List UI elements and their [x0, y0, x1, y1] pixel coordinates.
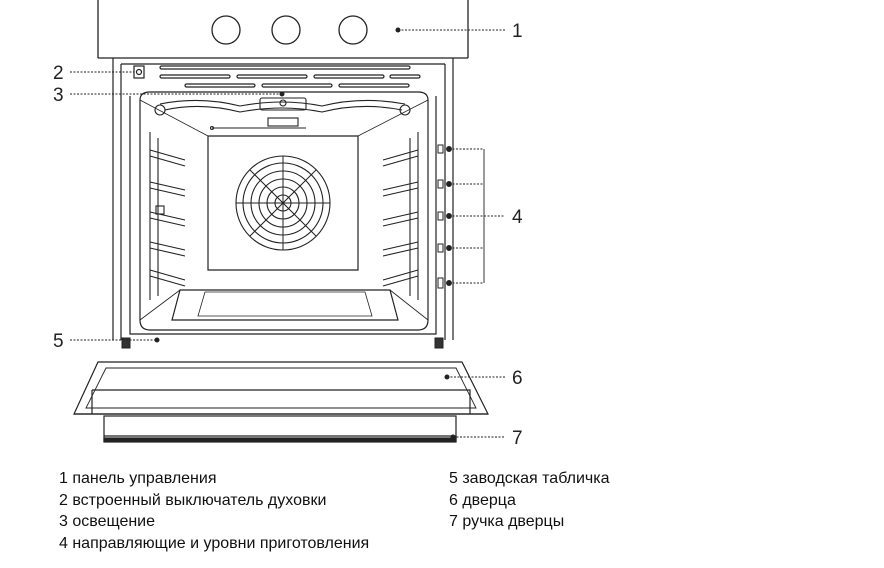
callout-number: 1 [512, 21, 523, 42]
callout-number: 7 [512, 428, 523, 449]
rack-rails-left [149, 132, 186, 300]
oven-diagram: 1 2 3 4 5 6 [53, 0, 523, 449]
callout-number: 5 [53, 331, 64, 352]
oven-switch [133, 65, 145, 79]
legend-item-control-panel: 1 панель управления [59, 470, 217, 487]
knob-middle [271, 15, 301, 45]
callout-5: 5 [53, 331, 160, 352]
oven-light [154, 97, 411, 131]
callout-4: 4 [446, 146, 523, 286]
legend-item-rating-plate: 5 заводская табличка [449, 470, 610, 487]
legend-item-door-handle: 7 ручка дверцы [449, 513, 565, 530]
convection-fan [235, 155, 331, 251]
legend-left: 1 панель управления 2 встроенный выключа… [59, 468, 369, 554]
callout-6: 6 [444, 368, 523, 389]
callout-number: 2 [53, 63, 64, 84]
knob-left [211, 15, 241, 45]
legend-item-lighting: 3 освещение [59, 513, 156, 530]
rack-rails-right [382, 132, 419, 300]
oven-door [73, 361, 489, 415]
legend-right: 5 заводская табличка 6 дверца 7 ручка дв… [449, 468, 610, 533]
legend-item-door: 6 дверца [449, 491, 516, 509]
callout-2: 2 [53, 63, 134, 84]
rating-plate [121, 337, 444, 349]
door-handle [103, 415, 457, 443]
callout-7: 7 [450, 428, 523, 449]
control-panel [97, 0, 469, 59]
callout-number: 3 [53, 85, 64, 106]
legend-item-oven-switch: 2 встроенный выключатель духовки [59, 491, 327, 509]
knob-right [338, 15, 368, 45]
level-markers [437, 144, 444, 289]
oven-cavity [129, 91, 437, 335]
callout-1: 1 [395, 21, 523, 42]
callout-number: 4 [512, 207, 523, 228]
legend-item-rack-levels: 4 направляющие и уровни приготовления [59, 534, 370, 552]
callout-number: 6 [512, 368, 523, 389]
oven-body [112, 58, 454, 340]
callout-3: 3 [53, 85, 285, 106]
